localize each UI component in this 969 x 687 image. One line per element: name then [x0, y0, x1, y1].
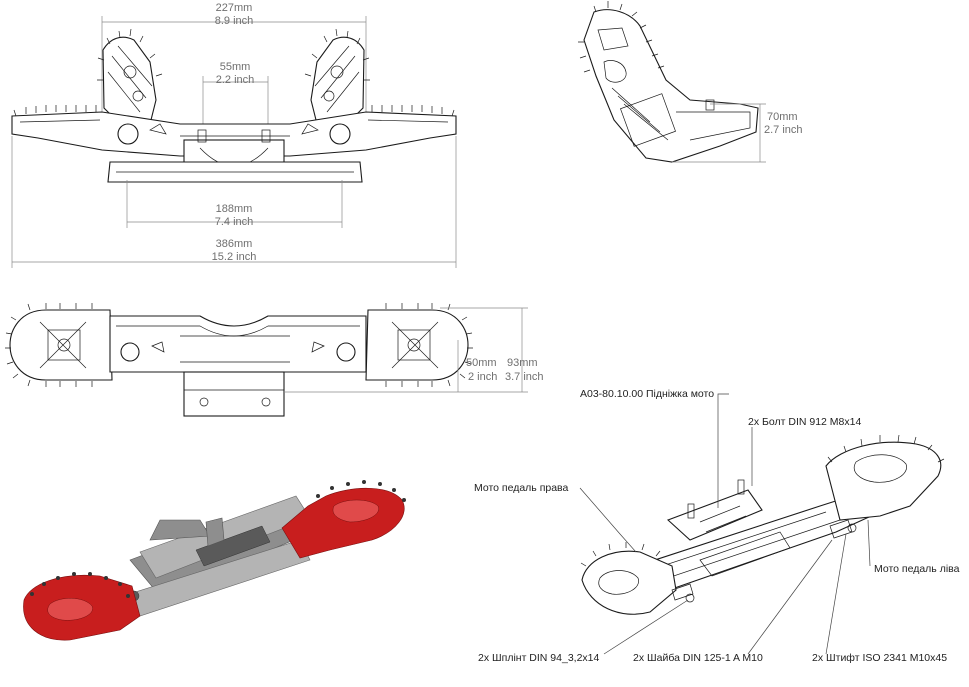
callout-washer: 2x Шайба DIN 125-1 A M10: [633, 652, 763, 664]
right-pedal-outline: [310, 36, 365, 125]
dim-386-mm: 386mm: [216, 238, 253, 250]
exploded-assembly: A03-80.10.00 Підніжка мото 2x Болт DIN 9…: [474, 388, 960, 664]
top-right-pedal: [365, 309, 469, 381]
callout-assembly: A03-80.10.00 Підніжка мото: [580, 388, 714, 400]
callout-split-pin: 2x Шплінт DIN 94_3,2x14: [478, 652, 600, 664]
dim-227-mm: 227mm: [216, 2, 253, 14]
top-central-bar: [109, 315, 367, 373]
callout-pedal-left: Мото педаль ліва: [874, 563, 960, 575]
callout-pedal-right: Мото педаль права: [474, 482, 569, 494]
front-main-bar: [11, 111, 457, 157]
top-left-pedal: [9, 309, 113, 381]
render-3d: [23, 480, 406, 641]
dim-93-mm: 93mm: [507, 357, 538, 369]
assembly-pedal-right: [581, 550, 677, 615]
dim-55-mm: 55mm: [220, 61, 251, 73]
dim-93-inch: 3.7 inch: [505, 371, 544, 383]
dim-386-inch: 15.2 inch: [212, 251, 257, 263]
callout-bolt: 2x Болт DIN 912 M8x14: [748, 416, 861, 428]
dim-50-mm: 50mm: [466, 357, 497, 369]
dim-70-inch: 2.7 inch: [764, 124, 803, 136]
left-pedal-outline: [102, 36, 157, 125]
dim-188-inch: 7.4 inch: [215, 216, 254, 228]
callout-pin: 2x Штифт ISO 2341 M10x45: [812, 652, 947, 664]
assembly-pedal-left: [825, 441, 942, 521]
render-right-pedal: [281, 487, 405, 559]
dim-55-inch: 2.2 inch: [216, 74, 255, 86]
top-view: 50mm 2 inch 93mm 3.7 inch: [5, 303, 544, 417]
side-pedal-outline: [583, 9, 759, 163]
top-bracket: [183, 371, 285, 417]
dim-50-inch: 2 inch: [468, 371, 497, 383]
dim-188-mm: 188mm: [216, 203, 253, 215]
side-view: 70mm 2.7 inch: [578, 1, 803, 163]
dim-70-mm: 70mm: [767, 111, 798, 123]
front-view: 227mm 8.9 inch 55mm 2.2 inch: [11, 2, 457, 268]
dim-227-inch: 8.9 inch: [215, 15, 254, 27]
